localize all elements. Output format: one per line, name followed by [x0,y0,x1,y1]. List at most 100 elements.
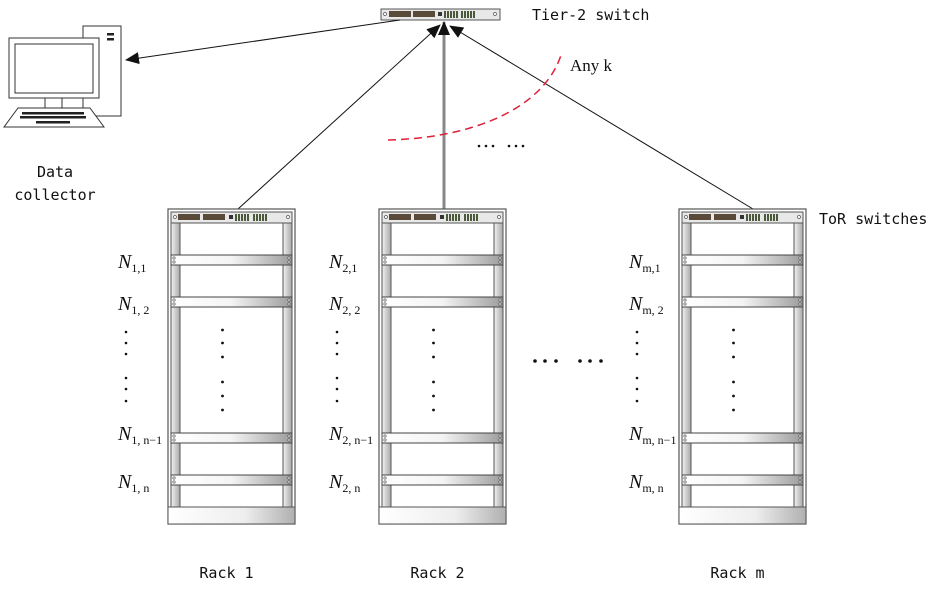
node-label-subscript: 1, 2 [131,303,149,317]
middle-ellipsis [533,359,603,363]
node-label-subscript: 2, n−1 [342,433,373,447]
tor-switch-icon [170,211,293,224]
node-label-base: N [117,423,133,445]
vertical-ellipsis-dot [432,380,435,384]
node-label-subscript: m, n [642,481,663,495]
server-unit-icon [170,432,293,444]
vertical-ellipsis-dot [635,352,639,356]
node-label: Nm, 2 [628,293,664,317]
server-unit-icon [681,432,804,444]
vertical-ellipsis-dot [635,387,639,391]
node-label-subscript: 2, 2 [342,303,360,317]
vertical-ellipsis-dot [124,399,128,403]
server-unit-icon [381,432,504,444]
vertical-ellipsis-dot [335,399,339,403]
node-label: N2, 2 [328,293,360,317]
vertical-ellipsis-dot [635,399,639,403]
vertical-ellipsis-dot [732,355,735,359]
vertical-ellipsis-dot [124,330,128,334]
tor-switch-icon [381,211,504,224]
node-label-subscript: 1, n [131,481,149,495]
collector-link-arrow [125,19,401,65]
vertical-ellipsis-dot [432,328,435,332]
node-label-subscript: m, 2 [642,303,663,317]
vertical-ellipsis-dot [221,355,224,359]
node-label-base: N [628,423,644,445]
vertical-ellipsis-dot [732,328,735,332]
vertical-ellipsis-dot [732,408,735,412]
vertical-ellipsis-dot [432,394,435,398]
node-label-subscript: m, n−1 [642,433,676,447]
node-label-subscript: 2,1 [342,261,357,275]
node-label-base: N [628,293,644,315]
node-label-base: N [628,471,644,493]
rackm-uplink-arrow [449,25,754,210]
node-label: N2, n [328,471,360,495]
node-label-base: N [628,251,644,273]
server-unit-icon [681,254,804,266]
vertical-ellipsis-dot [335,387,339,391]
node-label-base: N [328,471,344,493]
rack-name-label: Rack m [710,564,764,582]
vertical-ellipsis-dot [432,341,435,345]
vertical-ellipsis-dot [124,341,128,345]
vertical-ellipsis-dot [221,394,224,398]
server-unit-icon [381,254,504,266]
node-label-subscript: 2, n [342,481,360,495]
tor-switches-label: ToR switches [819,210,927,228]
top-ellipsis [477,144,525,148]
node-label-base: N [328,423,344,445]
vertical-ellipsis-dot [124,387,128,391]
vertical-ellipsis-dot [635,376,639,380]
node-label-base: N [117,293,133,315]
tor-switch-icon [681,211,804,224]
vertical-ellipsis-dot [335,341,339,345]
rack1-uplink-arrow [237,24,441,210]
rack-name-label: Rack 1 [199,564,253,582]
rack-base [678,506,807,525]
rack-base [167,506,296,525]
vertical-ellipsis-dot [335,352,339,356]
vertical-ellipsis-dot [221,341,224,345]
node-label: N2, n−1 [328,423,373,447]
any-k-arc [387,51,563,141]
node-label: N1,1 [117,251,146,275]
node-label-subscript: 1,1 [131,261,146,275]
data-collector-label-line2: collector [14,186,95,204]
node-label-base: N [117,471,133,493]
node-label-subscript: m,1 [642,261,660,275]
node-label-base: N [117,251,133,273]
server-unit-icon [170,296,293,308]
vertical-ellipsis-dot [732,380,735,384]
node-label: Nm,1 [628,251,661,275]
node-label-base: N [328,293,344,315]
computer-icon [3,25,122,128]
server-unit-icon [170,474,293,486]
data-collector-label-line1: Data [37,163,73,181]
vertical-ellipsis-dot [635,330,639,334]
node-label: Nm, n [628,471,664,495]
server-unit-icon [170,254,293,266]
node-label: Nm, n−1 [628,423,676,447]
node-label: N1, 2 [117,293,149,317]
vertical-ellipsis-dot [124,352,128,356]
node-label-subscript: 1, n−1 [131,433,162,447]
vertical-ellipsis-dot [432,355,435,359]
rack-name-label: Rack 2 [410,564,464,582]
vertical-ellipsis-dot [335,376,339,380]
server-unit-icon [381,474,504,486]
vertical-ellipsis-dot [732,394,735,398]
tier2-switch-label: Tier-2 switch [532,6,649,24]
rack-base [378,506,507,525]
vertical-ellipsis-dot [732,341,735,345]
vertical-ellipsis-dot [124,376,128,380]
vertical-ellipsis-dot [221,328,224,332]
node-label: N1, n [117,471,149,495]
node-label-base: N [328,251,344,273]
server-unit-icon [681,474,804,486]
